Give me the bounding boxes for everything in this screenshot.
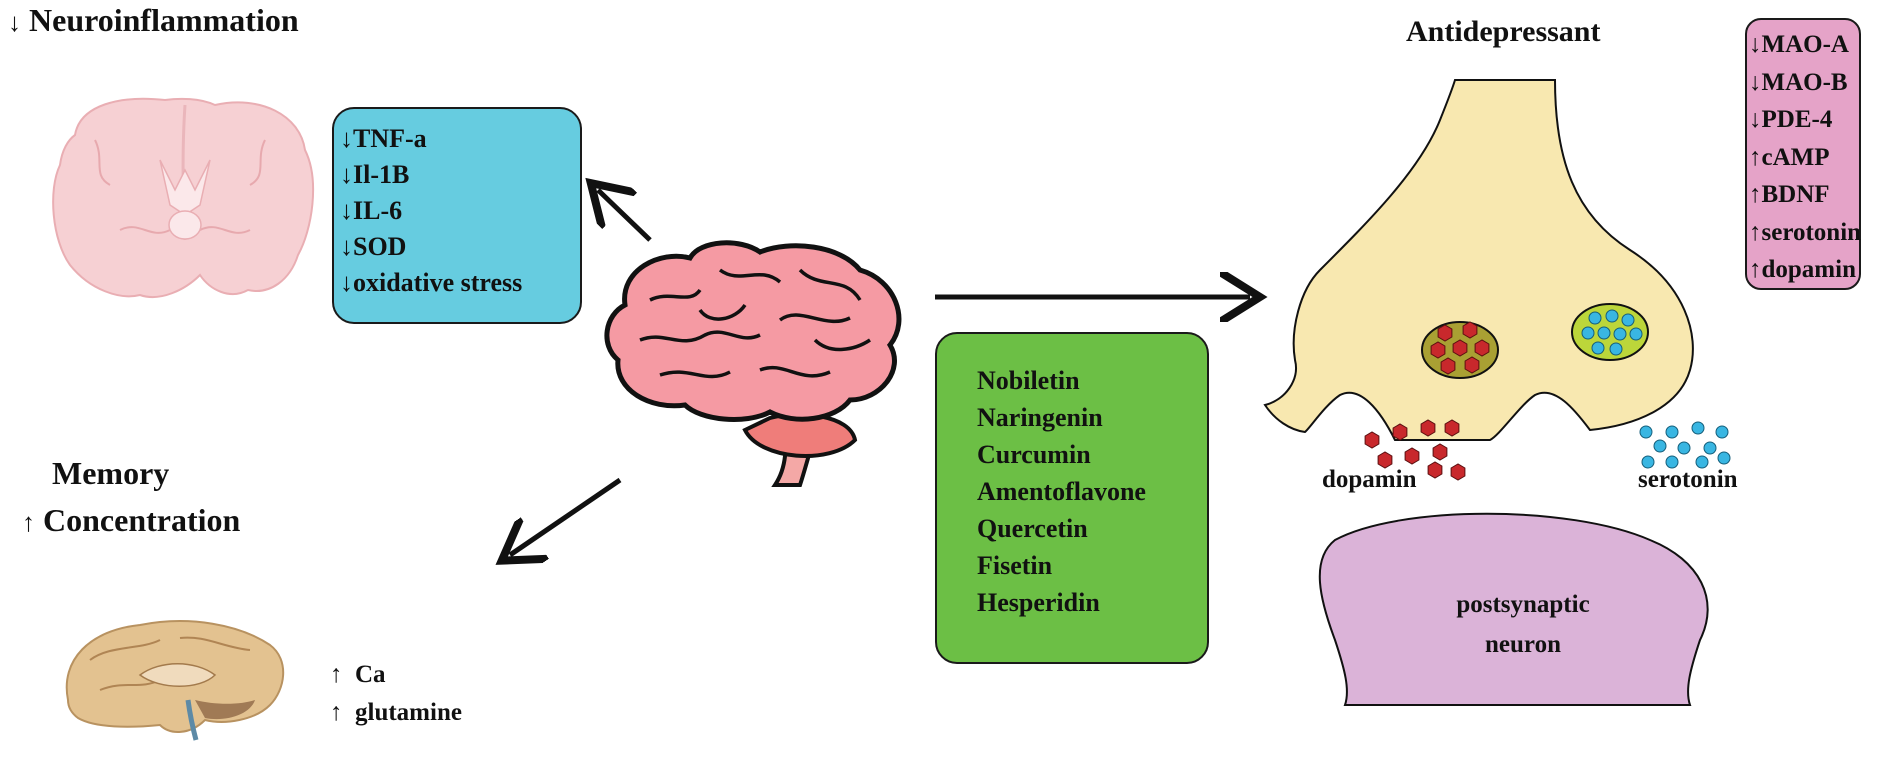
serotonin-molecule xyxy=(1609,342,1623,356)
sagittal-brain-illustration xyxy=(65,620,285,741)
dopamine-molecule xyxy=(1420,419,1436,437)
natural-compounds-box: Nobiletin Naringenin Curcumin Amentoflav… xyxy=(935,332,1209,664)
dopamine-molecule xyxy=(1452,339,1468,357)
coronal-brain-section-illustration xyxy=(52,97,315,299)
dopamine-molecule xyxy=(1464,356,1480,374)
antidepressant-heading: Antidepressant xyxy=(1406,15,1601,48)
serotonin-molecule xyxy=(1591,341,1605,355)
marker-mao-b: ↓MAO-B xyxy=(1749,68,1848,96)
compound-item: Fisetin xyxy=(977,551,1053,580)
central-brain-illustration xyxy=(604,240,902,487)
released-serotonin-molecules xyxy=(1639,421,1731,469)
marker-sod: ↓SOD xyxy=(340,232,407,261)
dopamine-molecule xyxy=(1450,463,1466,481)
marker-serotonin: ↑serotonin xyxy=(1749,218,1862,246)
serotonin-molecule xyxy=(1581,326,1595,340)
concentration-heading: ↑ Concentration xyxy=(22,502,241,538)
serotonin-molecule xyxy=(1639,425,1653,439)
released-dopamine-molecules xyxy=(1364,419,1466,481)
serotonin-molecule xyxy=(1621,313,1635,327)
neuroinflammation-heading: ↓ Neuroinflammation xyxy=(8,2,299,38)
serotonin-molecule xyxy=(1605,309,1619,323)
marker-il6: ↓IL-6 xyxy=(340,196,403,225)
marker-ca: ↑ Ca xyxy=(330,661,386,688)
dopamine-molecule xyxy=(1377,451,1393,469)
serotonin-molecule xyxy=(1695,455,1709,469)
neuroinflammation-markers-box: ↓TNF-a ↓Il-1B ↓IL-6 ↓SOD ↓oxidative stre… xyxy=(332,107,582,324)
serotonin-molecule xyxy=(1588,311,1602,325)
dopamine-molecule xyxy=(1392,423,1408,441)
compound-item: Amentoflavone xyxy=(977,477,1146,506)
down-arrow-icon: ↓ xyxy=(8,8,21,37)
marker-glutamine: ↑ glutamine xyxy=(330,699,462,726)
compound-item: Naringenin xyxy=(977,403,1103,432)
dopamine-molecule xyxy=(1437,324,1453,342)
dopamine-molecule xyxy=(1474,339,1490,357)
serotonin-molecule xyxy=(1677,441,1691,455)
arrow-to-neuroinflammation xyxy=(598,190,652,242)
dopamine-molecule xyxy=(1444,419,1460,437)
dopamine-molecules-in-vesicle xyxy=(1430,321,1490,375)
synapse-illustration xyxy=(1263,79,1731,706)
compound-item: Nobiletin xyxy=(977,366,1080,395)
dopamine-molecule xyxy=(1404,447,1420,465)
dopamine-label: dopamin xyxy=(1322,466,1417,493)
postsynaptic-neuron-label: postsynaptic neuron xyxy=(1456,591,1590,658)
serotonin-molecules-in-vesicle xyxy=(1581,309,1643,356)
antidepressant-markers-box: ↓MAO-A ↓MAO-B ↓PDE-4 ↑cAMP ↑BDNF ↑seroto… xyxy=(1745,18,1861,290)
arrow-to-memory xyxy=(510,477,622,555)
compound-item: Hesperidin xyxy=(977,588,1100,617)
marker-dopamin: ↑dopamin xyxy=(1749,256,1856,283)
marker-bdnf: ↑BDNF xyxy=(1749,181,1830,208)
postsynaptic-neuron xyxy=(1318,512,1709,706)
dopamine-molecule xyxy=(1440,357,1456,375)
serotonin-molecule xyxy=(1597,326,1611,340)
marker-il1b: ↓Il-1B xyxy=(340,160,410,189)
serotonin-molecule xyxy=(1715,425,1729,439)
dopamine-molecule xyxy=(1462,321,1478,339)
presynaptic-terminal xyxy=(1263,79,1694,441)
memory-heading: Memory xyxy=(52,455,170,491)
serotonin-molecule xyxy=(1665,425,1679,439)
marker-mao-a: ↓MAO-A xyxy=(1749,31,1849,58)
dopamine-molecule xyxy=(1432,443,1448,461)
serotonin-molecule xyxy=(1665,455,1679,469)
dopamine-molecule xyxy=(1427,461,1443,479)
marker-camp: ↑cAMP xyxy=(1749,143,1830,171)
compound-item: Curcumin xyxy=(977,440,1091,469)
marker-tnf: ↓TNF-a xyxy=(340,124,427,153)
marker-oxidative-stress: ↓oxidative stress xyxy=(340,268,523,297)
serotonin-molecule xyxy=(1653,439,1667,453)
serotonin-molecule xyxy=(1717,451,1731,465)
marker-pde4: ↓PDE-4 xyxy=(1749,106,1833,133)
dopamine-molecule xyxy=(1364,431,1380,449)
serotonin-molecule xyxy=(1691,421,1705,435)
up-arrow-icon: ↑ xyxy=(22,508,35,537)
flow-arrows xyxy=(510,190,1250,555)
serotonin-molecule xyxy=(1703,441,1717,455)
serotonin-label: serotonin xyxy=(1638,466,1738,493)
serotonin-molecule xyxy=(1629,327,1643,341)
serotonin-molecule xyxy=(1613,327,1627,341)
compound-item: Quercetin xyxy=(977,514,1088,543)
dopamine-molecule xyxy=(1430,341,1446,359)
serotonin-molecule xyxy=(1641,455,1655,469)
memory-markers: ↑ Ca ↑ glutamine xyxy=(330,656,462,732)
